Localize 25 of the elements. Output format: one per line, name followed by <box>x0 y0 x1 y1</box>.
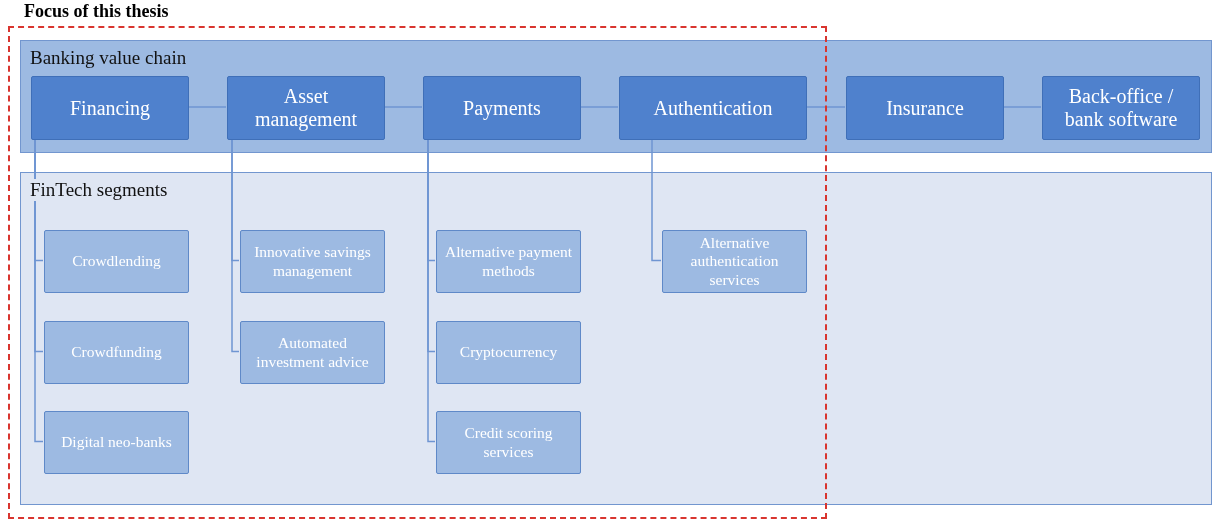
value-chain-box: Payments <box>423 76 581 140</box>
segment-box: Automated investment advice <box>240 321 385 384</box>
group-band <box>20 172 1212 505</box>
value-chain-box: Financing <box>31 76 189 140</box>
connector-line <box>231 138 240 353</box>
connector-line <box>383 106 423 108</box>
value-chain-box: Asset management <box>227 76 385 140</box>
segment-box: Digital neo-banks <box>44 411 189 474</box>
segment-box: Crowdlending <box>44 230 189 293</box>
segment-box: Credit scoring services <box>436 411 581 474</box>
segment-box: Alternative payment methods <box>436 230 581 293</box>
value-chain-box: Authentication <box>619 76 807 140</box>
segment-box: Innovative savings management <box>240 230 385 293</box>
value-chain-box: Insurance <box>846 76 1004 140</box>
segment-box: Crowdfunding <box>44 321 189 384</box>
value-chain-box: Back-office / bank software <box>1042 76 1200 140</box>
connector-line <box>1002 106 1042 108</box>
connector-line <box>651 138 662 262</box>
segment-box: Cryptocurrency <box>436 321 581 384</box>
connector-line <box>187 106 227 108</box>
connector-line <box>579 106 619 108</box>
segment-box: Alternative authentication services <box>662 230 807 293</box>
region-heading: Focus of this thesis <box>24 1 169 22</box>
group-band <box>20 40 1212 153</box>
connector-line <box>805 106 846 108</box>
